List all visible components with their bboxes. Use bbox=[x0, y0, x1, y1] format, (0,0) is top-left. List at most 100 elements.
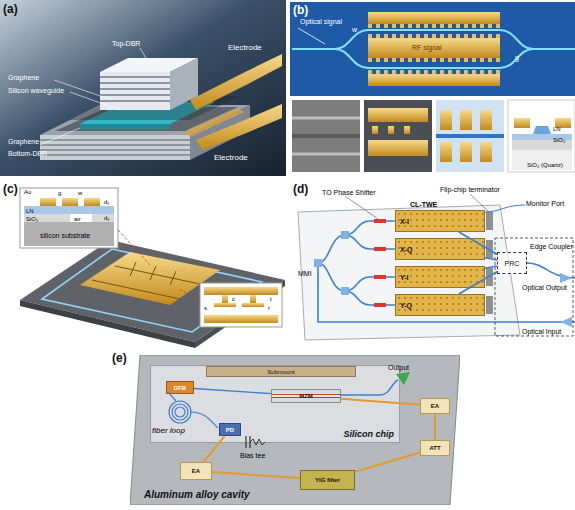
annotation: TO Phase Shifter bbox=[322, 189, 376, 196]
modulator-block: MZM bbox=[271, 389, 341, 403]
node-label: X-I bbox=[400, 218, 409, 225]
ln-modulator-art bbox=[292, 100, 360, 172]
iq-modulator-art bbox=[527, 263, 575, 278]
ln-modulator-art bbox=[368, 24, 500, 28]
ln-modulator-art bbox=[533, 126, 551, 134]
tw-modulator-art bbox=[24, 222, 114, 246]
graphene-modulator-art bbox=[100, 82, 170, 84]
iq-modulator-art bbox=[486, 212, 493, 230]
ln-modulator-art bbox=[368, 70, 500, 74]
graphene-modulator-art bbox=[40, 149, 190, 151]
annotation: d₁ bbox=[104, 199, 109, 205]
annotation: c bbox=[232, 296, 235, 302]
panel-tag: (a) bbox=[3, 3, 18, 15]
graphene-modulator-art bbox=[40, 139, 190, 141]
tw-modulator-art bbox=[150, 266, 156, 280]
annotation: silicon substrate bbox=[40, 232, 90, 239]
tw-modulator-art bbox=[92, 280, 180, 299]
node-label: Silicon chip bbox=[343, 430, 394, 439]
ln-modulator-art bbox=[364, 100, 432, 172]
ln-modulator-art bbox=[298, 28, 325, 44]
ln-modulator-art bbox=[292, 30, 575, 68]
optical-waveguide bbox=[485, 258, 497, 260]
graphene-modulator-art bbox=[0, 0, 286, 176]
ln-modulator-art bbox=[368, 38, 500, 58]
cavity-outline bbox=[130, 355, 460, 505]
tw-modulator-art bbox=[204, 287, 278, 295]
amplifier-chip: EA bbox=[180, 462, 212, 480]
graphene-modulator-art bbox=[100, 94, 170, 96]
annotation: Graphene bbox=[8, 138, 39, 145]
tw-modulator-art bbox=[118, 230, 150, 265]
iq-modulator-art bbox=[485, 205, 525, 212]
ln-modulator-art bbox=[368, 12, 500, 24]
annotation: Top-DBR bbox=[112, 40, 140, 47]
ln-modulator-art bbox=[368, 58, 500, 62]
ln-modulator-art bbox=[480, 110, 492, 130]
tw-modulator-art bbox=[195, 280, 285, 348]
node-label: EA bbox=[181, 468, 211, 474]
annotation: fiber loop bbox=[152, 427, 185, 435]
annotation: Electrode bbox=[228, 44, 262, 52]
annotation: s bbox=[204, 305, 207, 311]
tw-modulator-art bbox=[180, 290, 200, 300]
ln-modulator-art bbox=[440, 110, 452, 130]
graphene-modulator-art bbox=[100, 88, 170, 90]
ln-modulator-art bbox=[368, 108, 428, 122]
modulator-electrode: X-Q bbox=[395, 238, 485, 260]
annotation: t bbox=[270, 296, 272, 302]
ln-modulator-art bbox=[368, 34, 500, 38]
panel-tag: (d) bbox=[293, 183, 308, 195]
annotation: LN bbox=[553, 126, 561, 132]
node-label: YIG filter bbox=[301, 477, 354, 483]
graphene-modulator-art bbox=[70, 92, 120, 110]
panel-tag: CL-TWE bbox=[410, 201, 437, 208]
ln-modulator-art bbox=[290, 2, 575, 172]
tw-modulator-art bbox=[250, 295, 256, 303]
ln-modulator-art bbox=[388, 126, 394, 134]
tw-modulator-art bbox=[170, 271, 176, 285]
node-label: X-Q bbox=[400, 246, 412, 253]
graphene-modulator-art bbox=[190, 54, 282, 110]
tw-modulator-art bbox=[200, 283, 282, 327]
tw-modulator-art bbox=[115, 266, 200, 284]
ln-modulator-art bbox=[404, 126, 410, 134]
tw-modulator-art bbox=[242, 303, 264, 307]
ln-modulator-art bbox=[372, 126, 378, 134]
modulator-electrode: Y-I bbox=[395, 266, 485, 288]
tw-modulator-art bbox=[20, 188, 118, 248]
ln-modulator-art bbox=[514, 118, 530, 128]
annotation: SiO₂ (Quartz) bbox=[527, 162, 563, 168]
annotation: Bottom-DBR bbox=[8, 150, 47, 157]
annotation: LN bbox=[26, 208, 34, 214]
annotation: w bbox=[78, 190, 82, 196]
iq-modulator-art bbox=[486, 268, 493, 286]
ln-modulator-art bbox=[508, 100, 575, 172]
tw-modulator-art bbox=[80, 252, 220, 305]
ln-modulator-art bbox=[460, 110, 472, 130]
ln-modulator-art bbox=[460, 142, 472, 162]
amplifier-chip: EA bbox=[420, 398, 450, 414]
ln-modulator-art bbox=[290, 2, 575, 96]
photodiode: PD bbox=[219, 423, 241, 436]
iq-modulator-art bbox=[345, 196, 378, 219]
iq-modulator-art bbox=[318, 221, 575, 322]
annotation: g bbox=[515, 54, 519, 61]
iq-modulator-art bbox=[560, 317, 572, 327]
ln-modulator-art bbox=[436, 134, 504, 138]
ln-modulator-art bbox=[480, 142, 492, 162]
annotation: RF signal bbox=[412, 44, 442, 51]
silicon-chip: Silicon chipSubmountDFBMZMPD bbox=[150, 365, 400, 443]
tw-modulator-art bbox=[70, 214, 92, 222]
annotation: SiO₂ bbox=[553, 137, 565, 143]
tw-modulator-art bbox=[214, 303, 236, 307]
annotation: Optical Output bbox=[522, 284, 567, 291]
annotation: Optical signal bbox=[300, 18, 342, 25]
annotation: air bbox=[74, 216, 81, 222]
tw-modulator-art bbox=[24, 206, 114, 214]
annotation: Optical Input bbox=[522, 328, 561, 335]
node-label: Aluminum alloy cavity bbox=[144, 490, 250, 500]
iq-modulator-art bbox=[341, 231, 349, 239]
graphene-modulator-art bbox=[100, 76, 170, 78]
